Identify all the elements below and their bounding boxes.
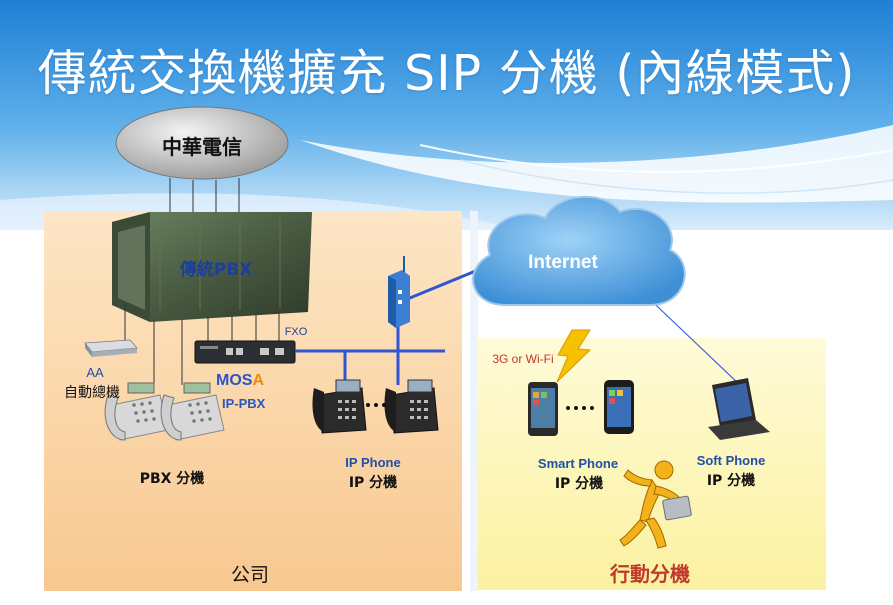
soft-phone-ext-label: IP 分機 xyxy=(706,473,756,489)
ip-phone-label: IP Phone xyxy=(345,455,401,470)
running-man-icon xyxy=(619,460,692,549)
laptop-icon xyxy=(708,378,770,440)
company-label: 公司 xyxy=(230,564,269,586)
router-device xyxy=(388,256,410,328)
mobile-ext-label: 行動分機 xyxy=(610,562,690,586)
fxo-label: FXO xyxy=(284,326,308,338)
mosa-device xyxy=(194,340,296,364)
pbx-phone-2 xyxy=(160,382,225,441)
smart-phone-label: Smart Phone xyxy=(537,456,619,471)
ip-phone-ext-label: IP 分機 xyxy=(348,475,398,491)
wireless-label: 3G or Wi-Fi xyxy=(492,352,554,366)
pbx-device xyxy=(112,212,312,322)
mosa-prefix: MOS xyxy=(216,372,253,389)
aa-device xyxy=(84,339,138,357)
telecom-cloud xyxy=(115,106,289,180)
mosa-sub-label: IP-PBX xyxy=(222,396,266,411)
pbx-label: 傳統PBX xyxy=(179,260,253,280)
mosa-suffix: A xyxy=(252,372,265,389)
soft-phone-label: Soft Phone xyxy=(696,453,766,468)
lan-lines xyxy=(295,268,479,385)
internet-label: Internet xyxy=(528,252,598,273)
aa-label: AA xyxy=(86,365,104,380)
smart-phone-ext-label: IP 分機 xyxy=(554,476,604,492)
ip-phone-ellipsis xyxy=(366,403,386,407)
smart-phone-1 xyxy=(528,382,558,436)
mobile-zone xyxy=(478,338,826,590)
smart-phone-2 xyxy=(604,380,634,434)
telecom-label: 中華電信 xyxy=(162,135,242,159)
ip-phone-2 xyxy=(384,379,439,434)
page-title: 傳統交換機擴充 SIP 分機 (內線模式) xyxy=(37,45,856,102)
mosa-label: MOSA xyxy=(216,372,286,390)
aa-sub-label: 自動總機 xyxy=(64,385,120,401)
pbx-ext-label: PBX 分機 xyxy=(139,471,205,487)
smart-phone-ellipsis xyxy=(566,406,594,410)
lightning-icon xyxy=(556,329,592,383)
internet-cloud xyxy=(472,195,686,306)
pbx-phone-1 xyxy=(104,382,169,441)
ip-phone-1 xyxy=(312,379,367,434)
